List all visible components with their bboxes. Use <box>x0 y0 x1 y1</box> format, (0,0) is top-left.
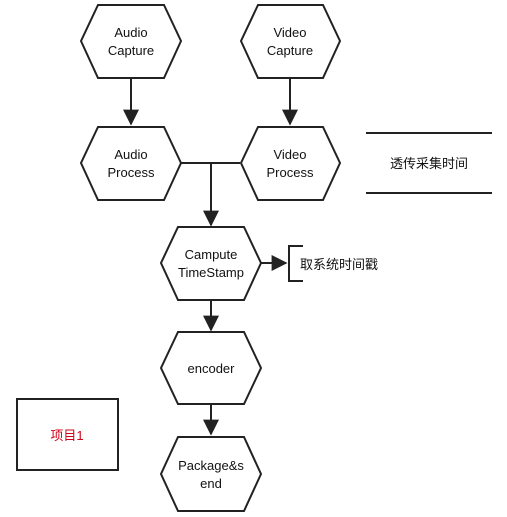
annotation-system-timestamp[interactable]: 取系统时间戳 <box>288 245 378 282</box>
node-label-line-2: Capture <box>267 43 313 58</box>
node-audio-process[interactable]: Audio Process <box>79 126 183 201</box>
node-compute-timestamp[interactable]: Campute TimeStamp <box>159 226 263 301</box>
annotation-bracket <box>288 245 303 282</box>
node-label-line-1: Package&s <box>178 458 244 473</box>
annotation-text: 取系统时间戳 <box>300 257 378 272</box>
node-label-line-2: end <box>200 476 222 491</box>
node-label-line-1: Video <box>273 147 306 162</box>
node-video-capture[interactable]: Video Capture <box>239 4 342 79</box>
node-package-send[interactable]: Package&s end <box>159 436 263 512</box>
node-encoder[interactable]: encoder <box>159 331 263 405</box>
node-label-line-2: Process <box>108 165 155 180</box>
node-label-line-1: Audio <box>114 147 147 162</box>
node-label-line-2: Process <box>267 165 314 180</box>
node-label: encoder <box>188 361 236 376</box>
node-label-line-1: Audio <box>114 25 147 40</box>
node-label-line-1: Video <box>273 25 306 40</box>
node-label-line-1: Campute <box>185 247 238 262</box>
connectors <box>123 78 298 436</box>
item-box-label: 项目1 <box>50 428 83 443</box>
node-audio-capture[interactable]: Audio Capture <box>79 4 183 79</box>
node-video-process[interactable]: Video Process <box>239 126 342 201</box>
annotation-text: 透传采集时间 <box>390 156 468 171</box>
node-label-line-2: Capture <box>108 43 154 58</box>
node-label-line-2: TimeStamp <box>178 265 244 280</box>
annotation-pass-capture-time[interactable]: 透传采集时间 <box>366 132 492 194</box>
item-box[interactable]: 项目1 <box>16 398 119 471</box>
